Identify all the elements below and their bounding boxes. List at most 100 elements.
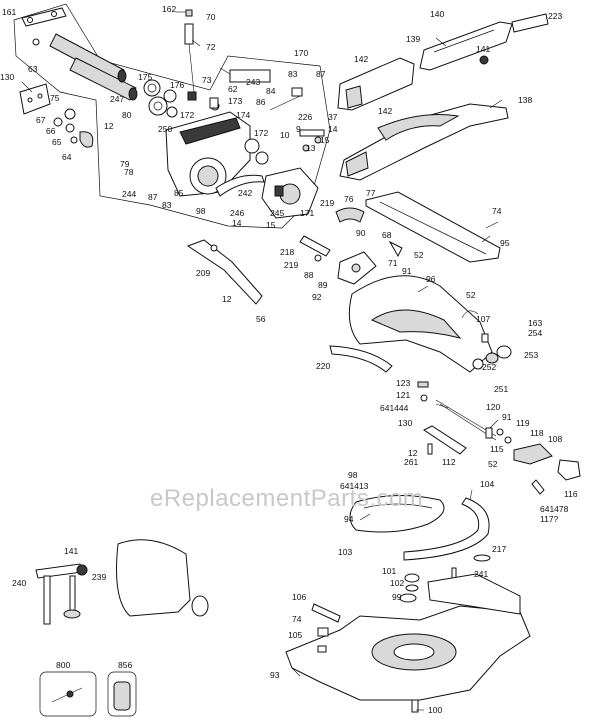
callout-141: 141 bbox=[476, 44, 490, 54]
callout-119: 119 bbox=[516, 418, 530, 428]
callout-174: 174 bbox=[236, 110, 250, 120]
callout-96: 96 bbox=[426, 274, 436, 284]
accessory-box-856 bbox=[107, 671, 137, 717]
callout-95: 95 bbox=[500, 238, 510, 248]
nut-74 bbox=[317, 645, 327, 653]
callout-52: 52 bbox=[466, 290, 476, 300]
bracket-part-89 bbox=[337, 240, 403, 285]
callout-62: 62 bbox=[228, 84, 238, 94]
callout-115: 115 bbox=[490, 444, 504, 454]
callout-641444: 641444 bbox=[380, 403, 409, 413]
callout-120: 120 bbox=[486, 402, 500, 412]
callout-239: 239 bbox=[92, 572, 106, 582]
callout-86: 86 bbox=[256, 97, 266, 107]
callout-161: 161 bbox=[2, 7, 16, 17]
callout-65: 65 bbox=[52, 137, 62, 147]
segment-76 bbox=[335, 207, 365, 223]
callout-163: 163 bbox=[528, 318, 542, 328]
callout-106: 106 bbox=[292, 592, 306, 602]
callout-91: 91 bbox=[402, 266, 412, 276]
callout-72: 72 bbox=[206, 42, 216, 52]
callout-84: 84 bbox=[266, 86, 276, 96]
callout-76: 76 bbox=[344, 194, 354, 204]
callout-856: 856 bbox=[118, 660, 132, 670]
callout-102: 102 bbox=[390, 578, 404, 588]
callout-88: 88 bbox=[304, 270, 314, 280]
callout-250: 250 bbox=[158, 124, 172, 134]
callout-130: 130 bbox=[0, 72, 14, 82]
callout-15: 15 bbox=[266, 220, 276, 230]
callout-87: 87 bbox=[316, 69, 326, 79]
callout-245: 245 bbox=[270, 208, 284, 218]
callout-176: 176 bbox=[170, 80, 184, 90]
callout-123: 123 bbox=[396, 378, 410, 388]
callout-89: 89 bbox=[318, 280, 328, 290]
callout-223: 223 bbox=[548, 11, 562, 21]
callout-100: 100 bbox=[428, 705, 442, 715]
callout-85: 85 bbox=[174, 188, 184, 198]
callout-219: 219 bbox=[320, 198, 334, 208]
shroud-220 bbox=[329, 345, 393, 373]
accessory-800 bbox=[51, 687, 83, 703]
callout-246: 246 bbox=[230, 208, 244, 218]
callout-98: 98 bbox=[196, 206, 206, 216]
callout-107: 107 bbox=[476, 314, 490, 324]
callout-117: 117? bbox=[540, 514, 559, 524]
handle-part-108 bbox=[513, 443, 581, 481]
small-parts-cluster bbox=[417, 381, 545, 495]
pin-218 bbox=[299, 235, 331, 262]
callout-641413: 641413 bbox=[340, 481, 369, 491]
callout-121: 121 bbox=[396, 390, 410, 400]
callout-171: 171 bbox=[300, 208, 314, 218]
watermark: eReplacementParts.com bbox=[150, 485, 423, 512]
callout-243: 243 bbox=[246, 77, 260, 87]
callout-118: 118 bbox=[530, 428, 544, 438]
callout-83: 83 bbox=[162, 200, 172, 210]
callout-66: 66 bbox=[46, 126, 56, 136]
leader-lines bbox=[21, 11, 503, 711]
handle-part-112 bbox=[423, 425, 467, 455]
callout-labels: 161 162 70 72 73 170 130 63 175 247 176 … bbox=[0, 4, 578, 715]
rail-part-161 bbox=[21, 7, 67, 27]
callout-67: 67 bbox=[36, 115, 46, 125]
callout-138: 138 bbox=[518, 95, 532, 105]
callout-12: 12 bbox=[222, 294, 232, 304]
callout-90: 90 bbox=[356, 228, 366, 238]
curved-strip-242 bbox=[215, 174, 265, 197]
callout-641478: 641478 bbox=[540, 504, 569, 514]
callout-83: 83 bbox=[288, 69, 298, 79]
knob-253 bbox=[481, 333, 512, 364]
bracket-part-63 bbox=[19, 83, 51, 115]
callout-217: 217 bbox=[492, 544, 506, 554]
callout-172: 172 bbox=[180, 110, 194, 120]
dust-bag-239 bbox=[116, 539, 209, 617]
callout-219: 219 bbox=[284, 260, 298, 270]
callout-80: 80 bbox=[122, 110, 132, 120]
callout-162: 162 bbox=[162, 4, 176, 14]
callout-226: 226 bbox=[298, 112, 312, 122]
callout-56: 56 bbox=[256, 314, 266, 324]
callout-220: 220 bbox=[316, 361, 330, 371]
callout-10: 10 bbox=[280, 130, 290, 140]
callout-172: 172 bbox=[254, 128, 268, 138]
callout-142: 142 bbox=[378, 106, 392, 116]
callout-261: 261 bbox=[404, 457, 418, 467]
callout-251: 251 bbox=[494, 384, 508, 394]
callout-52: 52 bbox=[488, 459, 498, 469]
ring-part-94 bbox=[349, 495, 445, 533]
shaft-part-72 bbox=[184, 9, 197, 101]
callout-101: 101 bbox=[382, 566, 396, 576]
callout-91: 91 bbox=[502, 412, 512, 422]
callout-73: 73 bbox=[202, 75, 212, 85]
motor-housing-62 bbox=[165, 111, 269, 197]
accessory-856 bbox=[113, 681, 131, 711]
callout-175: 175 bbox=[138, 72, 152, 82]
callout-37: 37 bbox=[328, 112, 338, 122]
callout-74: 74 bbox=[292, 614, 302, 624]
callout-252: 252 bbox=[482, 362, 496, 372]
callout-92: 92 bbox=[312, 292, 322, 302]
callout-139: 139 bbox=[406, 34, 420, 44]
callout-242: 242 bbox=[238, 188, 252, 198]
callout-170: 170 bbox=[294, 48, 308, 58]
